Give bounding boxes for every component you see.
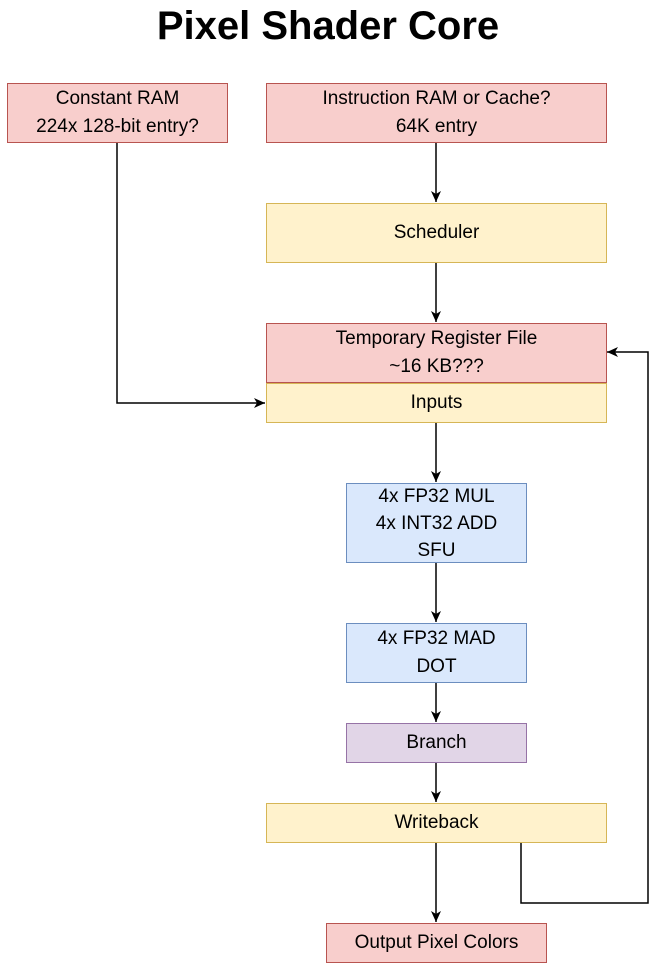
constant-ram-line-1: Constant RAM	[55, 88, 180, 109]
temp-register-file-node: Temporary Register File ~16 KB???	[266, 323, 607, 383]
scheduler-label: Scheduler	[393, 222, 480, 243]
alu1-line-2: 4x INT32 ADD	[375, 512, 498, 534]
edge-constant-ram-to-inputs	[116, 143, 265, 408]
constant-ram-node: Constant RAM 224x 128-bit entry?	[7, 83, 228, 143]
alu1-line-3: SFU	[417, 539, 456, 561]
output-pixel-colors-label: Output Pixel Colors	[354, 932, 519, 953]
alu1-line-1: 4x FP32 MUL	[378, 485, 495, 507]
temp-register-file-line-1: Temporary Register File	[335, 328, 538, 349]
inputs-label: Inputs	[410, 392, 463, 413]
instruction-ram-line-1: Instruction RAM or Cache?	[322, 88, 551, 109]
alu2-line-2: DOT	[416, 656, 457, 677]
alu2-node: 4x FP32 MAD DOT	[346, 623, 527, 683]
branch-label: Branch	[406, 732, 467, 753]
scheduler-node: Scheduler	[266, 203, 607, 263]
branch-node: Branch	[346, 723, 527, 763]
instruction-ram-node: Instruction RAM or Cache? 64K entry	[266, 83, 607, 143]
diagram-title: Pixel Shader Core	[156, 4, 500, 48]
edge-writeback-feedback	[520, 347, 649, 904]
writeback-label: Writeback	[394, 812, 479, 833]
instruction-ram-line-2: 64K entry	[395, 116, 478, 137]
writeback-node: Writeback	[266, 803, 607, 843]
temp-register-file-line-2: ~16 KB???	[389, 356, 484, 377]
constant-ram-line-2: 224x 128-bit entry?	[36, 116, 199, 137]
inputs-node: Inputs	[266, 383, 607, 423]
alu2-line-1: 4x FP32 MAD	[377, 628, 496, 649]
output-pixel-colors-node: Output Pixel Colors	[326, 923, 547, 963]
alu1-node: 4x FP32 MUL 4x INT32 ADD SFU	[346, 483, 527, 563]
